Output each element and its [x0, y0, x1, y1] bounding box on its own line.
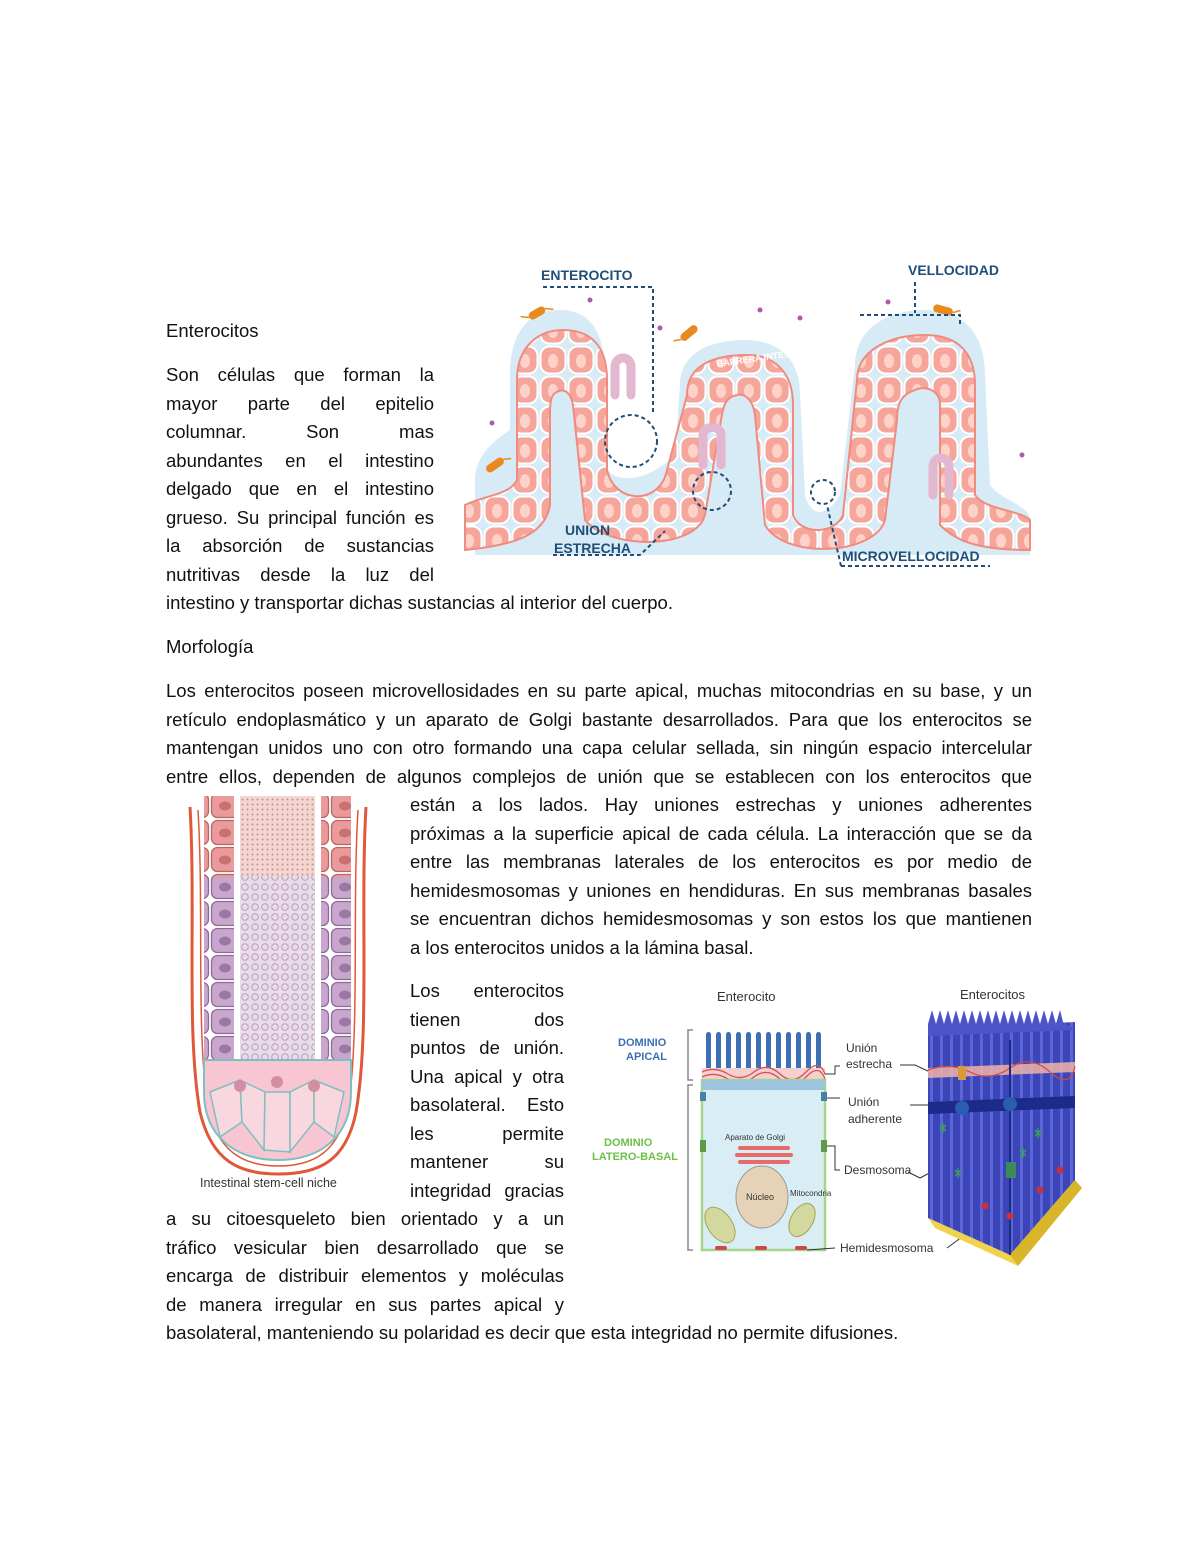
- label-hemidesmosoma: Hemidesmosoma: [840, 1241, 934, 1255]
- intro-last-line: intestino y transportar dichas sustancia…: [166, 592, 673, 613]
- morphology-paragraph: Los enterocitos poseen microvellosidades…: [166, 677, 1032, 791]
- crypt-base: [203, 1059, 352, 1162]
- title-enterocitos: Enterocitos: [960, 987, 1026, 1002]
- label-union-adherente-2: adherente: [848, 1112, 902, 1126]
- label-vellocidad: VELLOCIDAD: [908, 262, 999, 278]
- morph-line: se encuentran dichos hemidesmosomas y so…: [410, 908, 1032, 929]
- title-enterocito: Enterocito: [717, 989, 776, 1004]
- dashed-circles: [604, 414, 836, 511]
- right-cells-red: [321, 796, 351, 877]
- p3-line: tráfico vesicular bien desarrollado que …: [166, 1236, 564, 1258]
- label-desmosoma: Desmosoma: [844, 1163, 912, 1177]
- villi-diagram: BARRERA INTESTINAL ENTEROCITO VELLOCIDAD…: [464, 262, 1031, 567]
- left-cells-purple: [204, 877, 234, 1067]
- intro-line: la absorción de sustancias: [166, 535, 434, 556]
- label-microvellocidad: MICROVELLOCIDAD: [842, 548, 980, 564]
- intro-paragraph: Son células que forman la mayor parte de…: [166, 361, 434, 589]
- lumen-dots: [240, 796, 315, 876]
- junctions-paragraph-narrow: Los enterocitos tienen dos puntos de uni…: [410, 977, 564, 1205]
- bacterium-icon: [933, 304, 961, 316]
- p3-line: puntos de unión.: [410, 1037, 564, 1058]
- p3-line: Una apical y otra: [410, 1065, 564, 1087]
- nucleus: [735, 1165, 789, 1229]
- mitochondrion-left: [704, 1206, 736, 1244]
- junctions-paragraph-wide: a su citoesqueleto bien orientado y a un…: [166, 1205, 564, 1319]
- morph-line: retículo endoplasmático y un aparato de …: [166, 708, 1032, 730]
- label-dominio-lb-2: LATERO-BASAL: [592, 1151, 678, 1163]
- p3-line: encarga de distribuir elementos y molécu…: [166, 1265, 564, 1286]
- left-cells-red: [204, 796, 234, 877]
- bacterium-icon: [486, 457, 512, 473]
- label-enterocito: ENTEROCITO: [541, 267, 633, 283]
- intro-line: Son células que forman la: [166, 364, 434, 385]
- stem-cell-niche-diagram: Intestinal stem-cell niche: [188, 796, 368, 1190]
- p3-line: de manera irregular en sus partes apical…: [166, 1293, 564, 1315]
- p3-line: Los enterocitos: [410, 980, 564, 1001]
- bacteria: [486, 304, 961, 473]
- label-estrecha: ESTRECHA: [554, 540, 631, 556]
- label-union-estrecha-2: estrecha: [846, 1057, 892, 1071]
- bacterium-icon: [673, 325, 698, 342]
- morph-line: a los enterocitos unidos a la lámina bas…: [410, 936, 754, 958]
- submucosa-outline: [188, 806, 368, 1176]
- label-mitocondria: Mitocondria: [790, 1189, 832, 1198]
- intro-line: nutritivas desde la luz del: [166, 563, 434, 585]
- intro-line: columnar. Son mas: [166, 421, 434, 442]
- single-enterocyte: Aparato de Golgi Núcleo Mitocondria: [700, 1032, 832, 1252]
- p3-line: tienen dos: [410, 1008, 564, 1030]
- label-aparato-golgi: Aparato de Golgi: [725, 1133, 785, 1142]
- morph-line: mantengan unidos uno con otro formando u…: [166, 737, 1032, 758]
- label-lines: [543, 282, 990, 567]
- intro-line: abundantes en el intestino: [166, 449, 434, 471]
- golgi-stacks: [735, 1146, 793, 1164]
- p3-line: basolateral. Esto: [410, 1094, 564, 1115]
- intro-line: mayor parte del epitelio: [166, 392, 434, 414]
- label-dominio-apical-1: DOMINIO: [618, 1037, 667, 1049]
- intro-line: delgado que en el intestino: [166, 478, 434, 499]
- label-union: UNION: [565, 522, 610, 538]
- epithelium-layer: [464, 328, 1031, 552]
- hemidesmosome-marks: [715, 1246, 807, 1250]
- bacterium-icon: [520, 306, 554, 320]
- p3-line: les permite: [410, 1122, 564, 1144]
- label-nucleo: Núcleo: [746, 1192, 774, 1202]
- brackets: [687, 1029, 693, 1251]
- epithelium-block-3d: [927, 1010, 1082, 1266]
- particles: [489, 297, 1025, 458]
- p3-line: a su citoesqueleto bien orientado y a un: [166, 1208, 564, 1229]
- morph-line: próximas a la superficie apical de cada …: [410, 822, 1032, 844]
- morphology-right-column: están a los lados. Hay uniones estrechas…: [410, 791, 1032, 962]
- morph-line: están a los lados. Hay uniones estrechas…: [410, 794, 1032, 815]
- mitochondrion-right: [788, 1202, 816, 1238]
- morph-line: entre ellos, dependen de algunos complej…: [166, 765, 1032, 787]
- morph-line: Los enterocitos poseen microvellosidades…: [166, 680, 1032, 701]
- junctions-last-line: basolateral, manteniendo su polaridad es…: [166, 1322, 899, 1343]
- p3-line: integridad gracias: [410, 1179, 564, 1201]
- right-cells-purple: [321, 877, 351, 1067]
- label-union-estrecha-1: Unión: [846, 1041, 877, 1055]
- lymph-vessels: [610, 353, 954, 500]
- cell-junctions-diagram: Enterocito Enterocitos DOMINIO APICAL DO…: [592, 987, 1082, 1266]
- heading-enterocitos: Enterocitos: [166, 320, 259, 341]
- morph-line: entre las membranas laterales de los ent…: [410, 851, 1032, 872]
- caption-stem-cell-niche: Intestinal stem-cell niche: [200, 1176, 337, 1190]
- intro-line: grueso. Su principal función es: [166, 506, 434, 528]
- label-union-adherente-1: Unión: [848, 1095, 879, 1109]
- microvilli: [706, 1032, 821, 1072]
- p3-line: mantener su: [410, 1151, 564, 1172]
- label-dominio-lb-1: DOMINIO: [604, 1137, 653, 1149]
- heading-morfologia: Morfología: [166, 636, 254, 657]
- label-dominio-apical-2: APICAL: [626, 1051, 667, 1063]
- morph-line: hemidesmosomas y uniones en hendiduras. …: [410, 879, 1032, 901]
